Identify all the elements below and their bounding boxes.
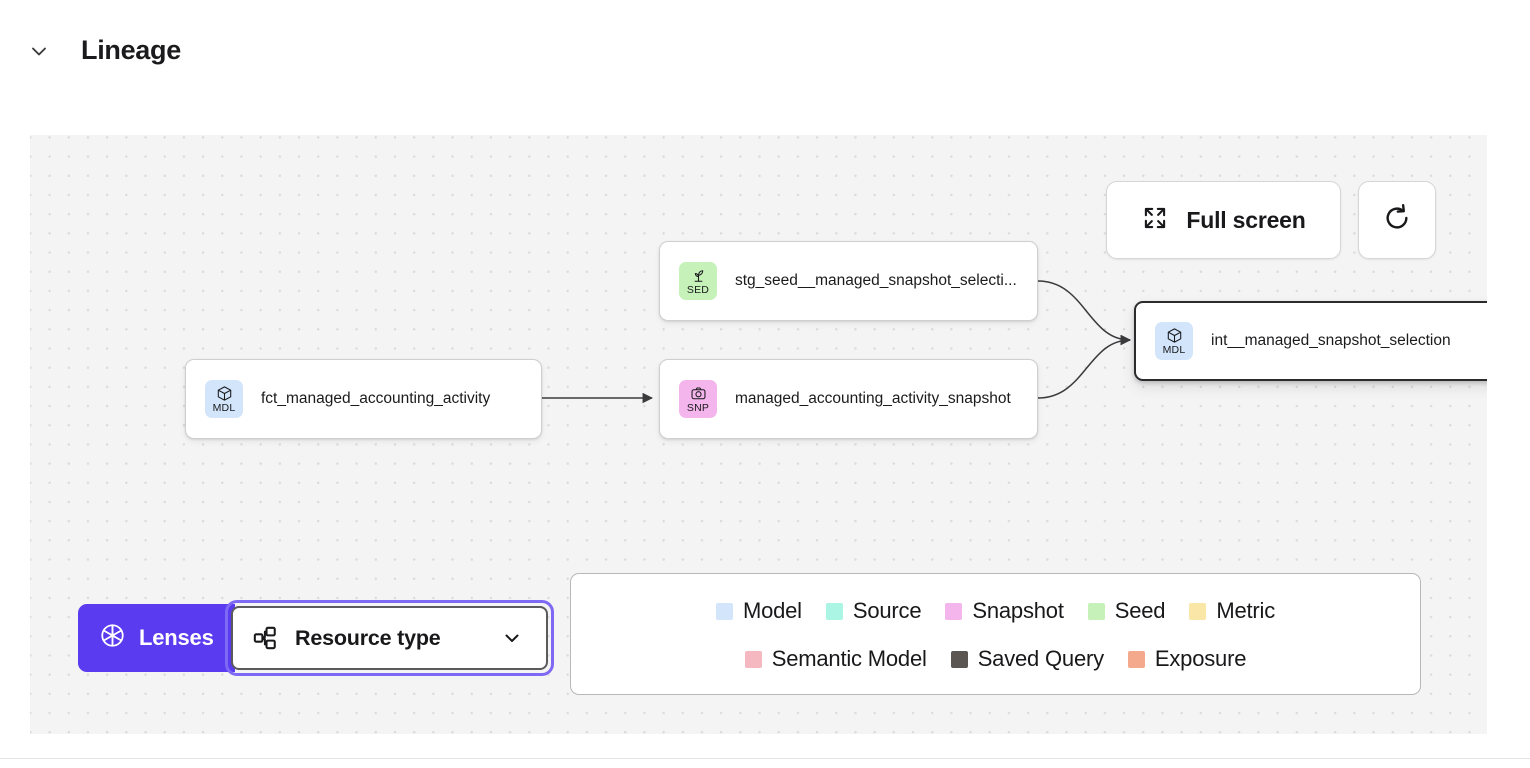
lineage-node-model-int-selected[interactable]: MDL int__managed_snapshot_selection <box>1134 301 1487 381</box>
fullscreen-button[interactable]: Full screen <box>1106 181 1341 259</box>
section-divider <box>0 758 1530 759</box>
lineage-node-label: int__managed_snapshot_selection <box>1211 332 1451 349</box>
legend-row-secondary: Semantic Model Saved Query Exposure <box>571 635 1420 683</box>
refresh-icon <box>1381 202 1413 239</box>
node-badge-text: MDL <box>1162 343 1186 356</box>
lenses-button[interactable]: Lenses <box>78 604 235 672</box>
legend-item-model: Model <box>715 598 802 624</box>
legend-label-semantic-model: Semantic Model <box>771 646 927 671</box>
legend-swatch-metric <box>1189 602 1207 620</box>
legend-label-saved-query: Saved Query <box>977 646 1104 671</box>
legend-label-seed: Seed <box>1114 598 1166 623</box>
lineage-canvas[interactable]: MDL fct_managed_accounting_activity SED … <box>30 135 1487 734</box>
node-badge-text: SNP <box>686 401 710 414</box>
legend-item-exposure: Exposure <box>1127 646 1247 672</box>
expand-icon <box>1141 204 1169 237</box>
page-title: Lineage <box>81 35 181 65</box>
legend-item-semantic-model: Semantic Model <box>744 646 927 672</box>
legend-swatch-exposure <box>1127 650 1145 668</box>
cube-icon: MDL <box>1155 322 1193 360</box>
legend-item-metric: Metric <box>1189 598 1275 624</box>
sprout-icon: SED <box>679 262 717 300</box>
lineage-node-label: fct_managed_accounting_activity <box>261 390 491 407</box>
resource-type-focus-ring <box>225 600 554 676</box>
legend-item-seed: Seed <box>1087 598 1166 624</box>
legend-swatch-seed <box>1087 602 1105 620</box>
legend-swatch-saved-query <box>950 650 968 668</box>
lineage-section-header: Lineage <box>0 0 1530 100</box>
resource-type-dropdown[interactable]: Resource type <box>231 606 548 670</box>
resource-type-label: Resource type <box>295 625 441 650</box>
refresh-button[interactable] <box>1358 181 1436 259</box>
legend-label-model: Model <box>742 598 802 623</box>
chevron-down-icon[interactable] <box>500 626 524 650</box>
hierarchy-icon <box>252 625 278 651</box>
legend-item-snapshot: Snapshot <box>945 598 1064 624</box>
aperture-icon <box>99 622 126 654</box>
legend-swatch-snapshot <box>945 602 963 620</box>
legend-label-metric: Metric <box>1216 598 1276 623</box>
legend-item-source: Source <box>825 598 922 624</box>
legend-item-saved-query: Saved Query <box>950 646 1104 672</box>
legend-label-snapshot: Snapshot <box>972 598 1064 623</box>
lineage-legend: Model Source Snapshot Seed Metric <box>570 573 1421 695</box>
lineage-node-model-fct[interactable]: MDL fct_managed_accounting_activity <box>185 359 542 439</box>
chevron-down-icon[interactable] <box>26 38 52 64</box>
lineage-node-snapshot[interactable]: SNP managed_accounting_activity_snapshot <box>659 359 1038 439</box>
lineage-node-label: stg_seed__managed_snapshot_selecti... <box>735 272 1017 289</box>
legend-label-exposure: Exposure <box>1154 646 1247 671</box>
lineage-node-seed-stg[interactable]: SED stg_seed__managed_snapshot_selecti..… <box>659 241 1038 321</box>
fullscreen-label: Full screen <box>1186 206 1306 233</box>
cube-icon: MDL <box>205 380 243 418</box>
node-badge-text: SED <box>686 283 710 296</box>
camera-icon: SNP <box>679 380 717 418</box>
edge-seed-to-int <box>1037 280 1132 346</box>
legend-swatch-model <box>715 602 733 620</box>
legend-swatch-semantic-model <box>744 650 762 668</box>
lineage-node-label: managed_accounting_activity_snapshot <box>735 390 1011 407</box>
lenses-label: Lenses <box>139 625 214 650</box>
node-badge-text: MDL <box>212 401 236 414</box>
legend-swatch-source <box>825 602 843 620</box>
legend-label-source: Source <box>852 598 922 623</box>
edge-snapshot-to-int <box>1037 334 1132 399</box>
legend-row-primary: Model Source Snapshot Seed Metric <box>571 587 1420 635</box>
